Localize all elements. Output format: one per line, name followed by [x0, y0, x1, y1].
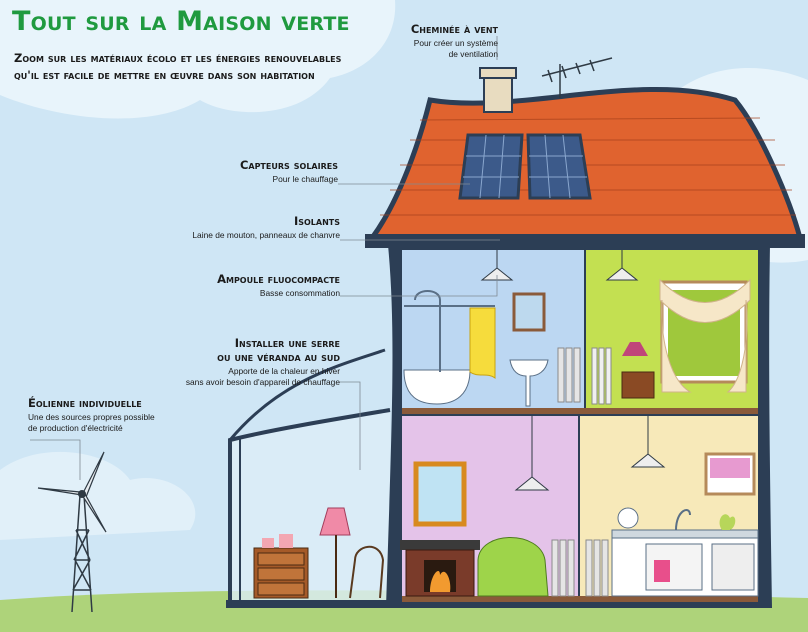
ceiling-lamps — [480, 250, 666, 491]
callout-wind: Éolienne individuelle Une des sources pr… — [28, 396, 218, 434]
bedroom-furniture — [591, 278, 751, 405]
callout-desc: de production d'électricité — [28, 423, 123, 433]
wind-turbine-icon — [37, 451, 107, 613]
callout-solar: Capteurs solaires Pour le chauffage — [168, 158, 338, 185]
callout-title: Éolienne individuelle — [28, 396, 142, 410]
callout-desc: Pour le chauffage — [272, 174, 339, 184]
callout-leaders — [30, 36, 500, 480]
living-room-furniture — [400, 461, 575, 597]
callout-desc: Laine de mouton, panneaux de chanvre — [192, 230, 340, 240]
bathroom-furniture — [403, 290, 581, 407]
callout-title: Cheminée à vent — [410, 22, 498, 36]
callout-bulb: Ampoule fluocompacte Basse consommation — [150, 272, 340, 299]
veranda — [226, 348, 396, 608]
page-title: Tout sur la Maison verte — [12, 6, 350, 37]
chimney-icon — [483, 73, 513, 113]
callout-desc: de ventilation — [448, 49, 498, 59]
callout-title: Installer une serre — [234, 336, 340, 350]
callout-desc: Pour créer un système — [413, 38, 498, 48]
callout-title: ou une véranda au sud — [217, 350, 340, 364]
callout-title: Isolants — [293, 214, 340, 228]
kitchen-furniture — [585, 452, 759, 597]
callout-greenhouse: Installer une serre ou une véranda au su… — [150, 336, 340, 388]
antenna-icon — [541, 57, 613, 98]
callout-insulation: Isolants Laine de mouton, panneaux de ch… — [150, 214, 340, 241]
callout-desc: Une des sources propres possible — [28, 412, 155, 422]
solar-panel-icon — [458, 133, 592, 200]
callout-chimney: Cheminée à vent Pour créer un système de… — [380, 22, 498, 60]
page-subtitle: Zoom sur les matériaux écolo et les éner… — [14, 51, 342, 82]
callout-desc: Apporte de la chaleur en hiver — [228, 366, 340, 376]
callout-title: Capteurs solaires — [239, 158, 338, 172]
callout-title: Ampoule fluocompacte — [217, 272, 340, 286]
callout-desc: sans avoir besoin d'appareil de chauffag… — [185, 377, 340, 387]
callout-desc: Basse consommation — [259, 288, 340, 298]
